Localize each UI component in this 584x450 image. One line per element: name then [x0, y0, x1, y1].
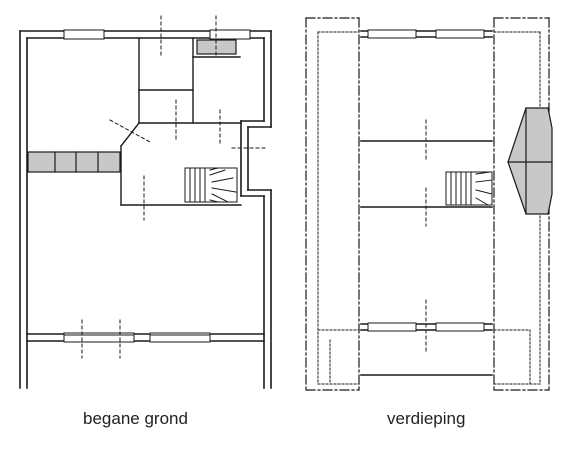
ground-windows: [63, 29, 251, 343]
ground-interior-walls: [120, 37, 242, 206]
upper-dormer: [507, 107, 553, 215]
upper-kneewall-outline: [317, 31, 541, 385]
ground-floor-plan: [19, 15, 272, 389]
ground-staircase: [184, 167, 238, 203]
ground-axis-marks: [81, 15, 267, 359]
ground-floor-caption: begane grond: [83, 409, 188, 428]
upper-windows: [367, 29, 485, 332]
upper-floor-caption: verdieping: [387, 409, 466, 428]
upper-staircase: [445, 171, 493, 206]
upper-roof-outline: [305, 17, 550, 391]
ground-outer-walls: [19, 30, 272, 389]
ground-kitchen-units: [27, 39, 237, 173]
upper-floor-plan: [305, 17, 553, 391]
